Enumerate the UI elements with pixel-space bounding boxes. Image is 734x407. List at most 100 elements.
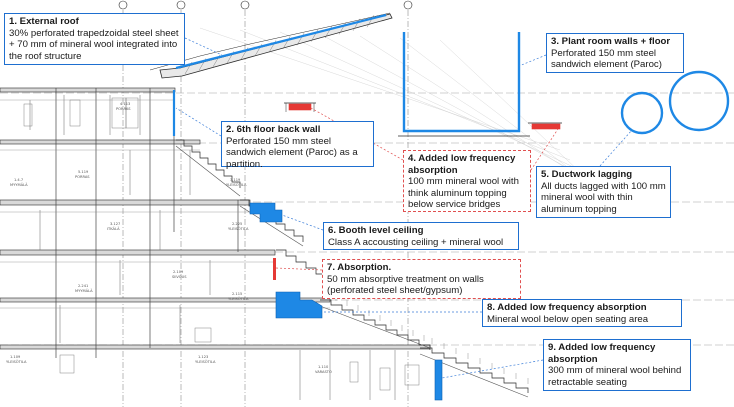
- floor-slab: [0, 249, 276, 256]
- section-structure: [0, 12, 562, 400]
- door-rect: [23, 103, 33, 127]
- duct-lagging-small: [620, 91, 664, 135]
- room-label: YLEISÖTILA: [226, 183, 247, 187]
- room-label: 2.115: [232, 292, 243, 296]
- callout-title: 2. 6th floor back wall: [226, 124, 321, 135]
- roof-treatment-line: [175, 13, 387, 70]
- door-rect: [194, 327, 212, 343]
- room-label: 1.4.7: [14, 178, 24, 182]
- callout-title: 4. Added low frequency absorption: [408, 153, 516, 176]
- seating-tier-retractable: [420, 347, 529, 393]
- callout-body: Class A accousting ceiling + mineral woo…: [328, 236, 504, 248]
- floor-slab: [0, 139, 201, 145]
- seating-raker: [319, 305, 431, 349]
- leader-retractable: [441, 359, 544, 379]
- roof-truss-top: [149, 12, 391, 71]
- room-label: 1.109: [10, 355, 21, 359]
- room-label: MYYMÄLÄ: [75, 289, 93, 293]
- seating-tier-booth: [276, 249, 327, 280]
- construction-line: [359, 35, 601, 191]
- construction-line: [279, 31, 581, 171]
- seating-tier-lower: [320, 299, 431, 350]
- leader-booth: [281, 214, 324, 231]
- seating-raker: [175, 145, 241, 197]
- grid-marker-circle: [403, 0, 413, 10]
- acoustic-treatments: [172, 13, 730, 401]
- leader-back-wall: [175, 107, 222, 137]
- callout-plant-room: 3. Plant room walls + floor Perforated 1…: [546, 33, 684, 73]
- room-label: PORRAS: [116, 107, 131, 111]
- seating-tier-upper: [176, 139, 241, 188]
- room-label: YLEISÖTILA: [228, 227, 249, 231]
- room-label: 1.110: [318, 365, 329, 369]
- leader-lines: [175, 37, 633, 379]
- callout-title: 6. Booth level ceiling: [328, 225, 424, 236]
- service-bridge-absorber: [531, 123, 561, 130]
- room-label: YLEISÖTILA: [195, 360, 216, 364]
- door-rect: [349, 361, 359, 383]
- callout-body: 300 mm of mineral wool behind retractabl…: [548, 365, 682, 388]
- floor-slab: [0, 199, 251, 206]
- callout-6th-floor-back-wall: 2. 6th floor back wall Perforated 150 mm…: [221, 121, 374, 170]
- callout-title: 7. Absorption.: [327, 262, 392, 273]
- grid-marker-circle: [176, 0, 186, 10]
- room-label: 3.119: [230, 178, 241, 182]
- floor-slab: [0, 344, 431, 350]
- leader-roof: [184, 37, 223, 56]
- grid-marker-circle: [118, 0, 128, 10]
- callout-title: 1. External roof: [9, 16, 79, 27]
- retractable-seating-absorption: [434, 359, 443, 401]
- room-label: PORRAS: [75, 175, 90, 179]
- callout-title: 9. Added low frequency absorption: [548, 342, 656, 365]
- callout-body: 50 mm absorptive treatment on walls (per…: [327, 273, 484, 297]
- door-rect: [404, 364, 420, 386]
- room-label: VARASTO: [315, 370, 332, 374]
- plant-room-walls: [402, 32, 521, 133]
- room-label: 2.109: [173, 270, 184, 274]
- callout-open-seating-absorption: 8. Added low frequency absorption Minera…: [482, 299, 682, 327]
- grid-markers: [118, 0, 413, 10]
- callout-low-frequency-service-bridges: 4. Added low frequency absorption 100 mm…: [403, 150, 531, 212]
- callout-title: 5. Ductwork lagging: [541, 169, 633, 180]
- callout-ductwork-lagging: 5. Ductwork lagging All ducts lagged wit…: [536, 166, 671, 218]
- room-label: 5.119: [78, 170, 89, 174]
- callout-title: 3. Plant room walls + floor: [551, 36, 671, 47]
- callout-body: Perforated 150 mm steel sandwich element…: [551, 47, 662, 71]
- room-label: 2.225: [232, 222, 243, 226]
- door-rect: [69, 99, 81, 127]
- callout-booth-level-ceiling: 6. Booth level ceiling Class A accoustin…: [323, 222, 519, 250]
- callout-body: Mineral wool below open seating area: [487, 313, 649, 325]
- service-bridge-absorber: [288, 103, 312, 111]
- floor-slab: [0, 87, 176, 93]
- callout-retractable-seating-absorption: 9. Added low frequency absorption 300 mm…: [543, 339, 691, 391]
- callout-body: 30% perforated trapedzoidal steel sheet …: [9, 27, 179, 62]
- room-label: ITKÄLÄ: [107, 227, 120, 231]
- room-label: SIIVOUS: [172, 275, 187, 279]
- room-label: YLEISÖTILA: [6, 360, 27, 364]
- callout-body: 100 mm mineral wool with think aluminum …: [408, 176, 519, 211]
- booth-ceiling-treatment: [249, 202, 283, 223]
- room-label: MYYMÄLÄ: [10, 183, 28, 187]
- door-rect: [125, 97, 139, 129]
- callout-wall-absorption: 7. Absorption. 50 mm absorptive treatmen…: [322, 259, 521, 299]
- callout-body: Perforated 150 mm steel sandwich element…: [226, 135, 358, 170]
- callout-external-roof: 1. External roof 30% perforated trapedzo…: [4, 13, 185, 65]
- leader-ductwork: [599, 129, 633, 167]
- wall-absorption-treatment: [273, 258, 276, 280]
- leader-plant-room: [518, 54, 547, 67]
- construction-line: [319, 33, 591, 181]
- open-seating-absorption: [275, 291, 323, 319]
- leader-service-bridge-2: [530, 128, 559, 171]
- grid-marker-circle: [240, 0, 250, 10]
- room-label: YLEISÖTILA: [228, 297, 249, 301]
- door-rect: [59, 354, 75, 374]
- door-rect: [379, 367, 391, 391]
- room-label: 4.113: [120, 102, 131, 106]
- room-label: 3.127: [110, 222, 121, 226]
- room-label: 1.123: [198, 355, 209, 359]
- callout-title: 8. Added low frequency absorption: [487, 302, 647, 313]
- duct-lagging-large: [668, 70, 730, 132]
- callout-body: All ducts lagged with 100 mm mineral woo…: [541, 180, 666, 215]
- room-label: 2.241: [78, 284, 89, 288]
